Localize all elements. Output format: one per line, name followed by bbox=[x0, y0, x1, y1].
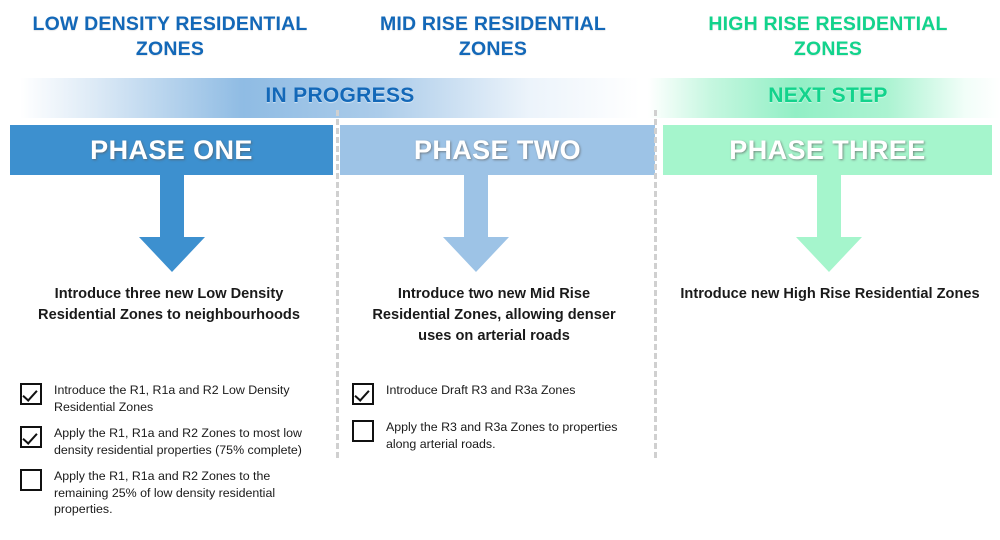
phase-bar-one[interactable]: PHASE ONE bbox=[10, 125, 333, 175]
checkbox-checked-icon[interactable] bbox=[20, 383, 42, 405]
phase-two-description: Introduce two new Mid Rise Residential Z… bbox=[372, 286, 616, 344]
checklist-item-label: Apply the R1, R1a and R2 Zones to the re… bbox=[54, 469, 276, 516]
checklist-item-label: Introduce Draft R3 and R3a Zones bbox=[386, 383, 576, 397]
phase-bar-one-label: PHASE ONE bbox=[90, 134, 253, 165]
column-divider-left bbox=[336, 110, 339, 458]
column-heading-high-rise: HIGH RISE RESIDENTIAL ZONES bbox=[708, 13, 948, 60]
checkbox-unchecked-icon[interactable] bbox=[20, 469, 42, 491]
status-label-in-progress: IN PROGRESS bbox=[265, 84, 415, 107]
column-heading-low-density: LOW DENSITY RESIDENTIAL ZONES bbox=[32, 13, 308, 60]
phase-bar-two[interactable]: PHASE TWO bbox=[340, 125, 655, 175]
phase-bar-three-label: PHASE THREE bbox=[729, 134, 926, 165]
checklist-item[interactable]: Apply the R3 and R3a Zones to properties… bbox=[352, 419, 622, 452]
checklist-item[interactable]: Apply the R1, R1a and R2 Zones to most l… bbox=[20, 425, 320, 458]
checkbox-unchecked-icon[interactable] bbox=[352, 420, 374, 442]
status-label-next-step: NEXT STEP bbox=[768, 84, 888, 107]
checkbox-checked-icon[interactable] bbox=[352, 383, 374, 405]
checklist-item-label: Apply the R3 and R3a Zones to properties… bbox=[386, 420, 618, 451]
down-arrow-icon-phase-three bbox=[796, 175, 862, 272]
checklist-item[interactable]: Apply the R1, R1a and R2 Zones to the re… bbox=[20, 468, 320, 518]
phase-one-checklist: Introduce the R1, R1a and R2 Low Density… bbox=[20, 382, 320, 528]
down-arrow-icon-phase-one bbox=[139, 175, 205, 272]
column-divider-right bbox=[654, 110, 657, 458]
checklist-item[interactable]: Introduce Draft R3 and R3a Zones bbox=[352, 382, 622, 405]
phase-three-description: Introduce new High Rise Residential Zone… bbox=[680, 286, 980, 302]
phase-two-checklist: Introduce Draft R3 and R3a Zones Apply t… bbox=[352, 382, 622, 462]
down-arrow-icon-phase-two bbox=[443, 175, 509, 272]
phase-bar-two-label: PHASE TWO bbox=[413, 134, 582, 165]
checklist-item[interactable]: Introduce the R1, R1a and R2 Low Density… bbox=[20, 382, 320, 415]
phase-bar-three[interactable]: PHASE THREE bbox=[663, 125, 992, 175]
checklist-item-label: Apply the R1, R1a and R2 Zones to most l… bbox=[54, 426, 302, 457]
checklist-item-label: Introduce the R1, R1a and R2 Low Density… bbox=[54, 383, 290, 414]
phase-one-description: Introduce three new Low Density Resident… bbox=[38, 286, 300, 323]
column-heading-mid-rise: MID RISE RESIDENTIAL ZONES bbox=[379, 13, 607, 60]
checkbox-checked-icon[interactable] bbox=[20, 426, 42, 448]
